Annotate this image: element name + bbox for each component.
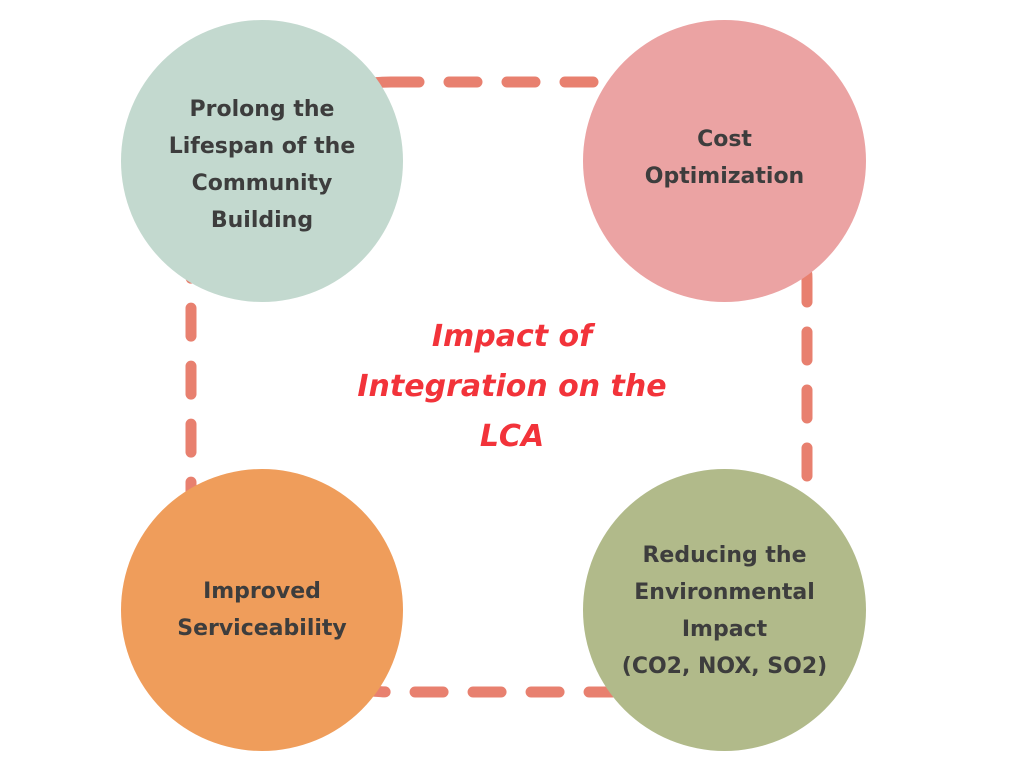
node-cost-optimization-label: Cost Optimization [644, 127, 805, 189]
node-reducing-environmental-impact-label: Reducing the Environmental Impact (CO2, … [621, 543, 828, 679]
node-reducing-environmental-impact: Reducing the Environmental Impact (CO2, … [583, 469, 866, 751]
node-prolong-lifespan: Prolong the Lifespan of the Community Bu… [121, 20, 403, 302]
node-prolong-lifespan-label: Prolong the Lifespan of the Community Bu… [168, 97, 356, 233]
node-improved-serviceability-label: Improved Serviceability [177, 579, 347, 641]
node-improved-serviceability: Improved Serviceability [121, 469, 403, 751]
diagram-title: Impact of Integration on the LCA [357, 319, 667, 454]
node-cost-optimization: Cost Optimization [583, 20, 866, 302]
